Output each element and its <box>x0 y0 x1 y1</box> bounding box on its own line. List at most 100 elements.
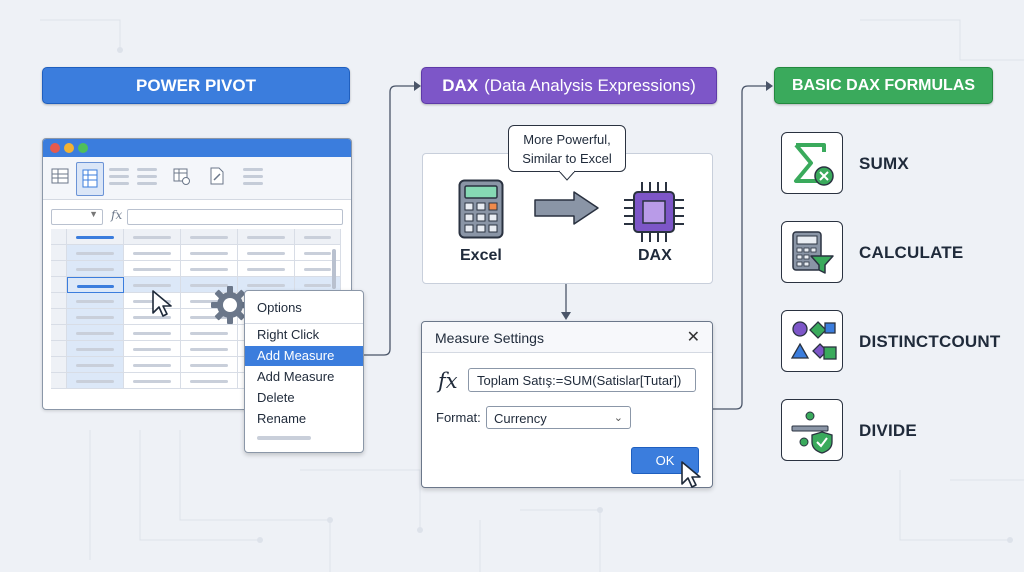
close-icon[interactable]: ✕ <box>686 329 700 346</box>
excel-titlebar <box>43 139 351 157</box>
grid-cell[interactable] <box>124 309 181 325</box>
grid-cell[interactable] <box>67 357 124 373</box>
grid-cell[interactable] <box>51 277 67 293</box>
formula-divide: DIVIDE <box>859 421 917 440</box>
fx-icon: fx <box>111 208 123 222</box>
connector-dialog-to-formulas <box>712 85 766 410</box>
power-pivot-title: POWER PIVOT <box>136 75 256 95</box>
table-icon[interactable] <box>51 166 69 186</box>
grid-cell[interactable] <box>51 357 67 373</box>
mouse-pointer-icon <box>152 290 172 317</box>
grid-cell[interactable] <box>51 261 67 277</box>
grid-cell[interactable] <box>67 309 124 325</box>
divide-shield-icon <box>781 399 843 461</box>
grid-cell[interactable] <box>124 357 181 373</box>
grid-cell[interactable] <box>67 245 124 261</box>
callout-line-1: More Powerful, <box>523 132 611 147</box>
calculator-icon <box>458 179 504 239</box>
grid-cell[interactable] <box>124 229 181 245</box>
grid-cell[interactable] <box>124 245 181 261</box>
menu-item-placeholder <box>257 436 311 440</box>
grid-cell[interactable] <box>51 309 67 325</box>
calculator-filter-icon <box>781 221 843 283</box>
grid-cell[interactable] <box>67 293 124 309</box>
dialog-title: Measure Settings <box>435 330 544 346</box>
name-box[interactable]: ▼ <box>51 209 103 225</box>
grid-cell[interactable] <box>238 229 295 245</box>
grid-cell[interactable] <box>51 229 67 245</box>
shapes-icon <box>781 310 843 372</box>
basic-dax-formulas-banner: BASIC DAX FORMULAS <box>774 67 993 104</box>
grid-cell[interactable] <box>181 341 238 357</box>
context-menu-divider <box>245 323 363 324</box>
grid-cell[interactable] <box>295 245 341 261</box>
vertical-scrollbar[interactable] <box>332 249 336 289</box>
dax-label: DAX <box>638 247 672 264</box>
mouse-pointer-icon <box>681 461 701 488</box>
menu-item-rename[interactable]: Rename <box>257 411 307 426</box>
formula-bar: ▼ fx <box>49 208 345 225</box>
grid-cell[interactable] <box>295 261 341 277</box>
formula-input[interactable] <box>127 209 343 225</box>
grid-cell[interactable] <box>124 261 181 277</box>
format-select-value: Currency <box>494 411 547 426</box>
grid-cell[interactable] <box>238 261 295 277</box>
power-pivot-banner: POWER PIVOT <box>42 67 350 104</box>
grid-cell[interactable] <box>181 261 238 277</box>
formula-distinctcount: DISTINCTCOUNT <box>859 332 1001 351</box>
grid-cell[interactable] <box>181 229 238 245</box>
ribbon-group-2 <box>137 168 157 189</box>
dax-title-bold: DAX <box>442 75 479 95</box>
grid-cell[interactable] <box>124 373 181 389</box>
grid-cell[interactable] <box>238 245 295 261</box>
context-menu-header: Options <box>257 300 302 315</box>
ribbon-group-3 <box>243 168 263 189</box>
ribbon <box>43 157 351 200</box>
menu-item-add-measure[interactable]: Add Measure <box>257 369 335 384</box>
grid-cell[interactable] <box>181 277 238 293</box>
gear-icon <box>211 286 249 324</box>
power-pivot-ribbon-button[interactable] <box>76 162 104 196</box>
menu-item-add-measure-selected[interactable]: Add Measure <box>245 346 363 366</box>
menu-item-right-click[interactable]: Right Click <box>257 327 320 342</box>
grid-cell[interactable] <box>124 341 181 357</box>
grid-cell[interactable] <box>124 325 181 341</box>
measure-settings-dialog: Measure Settings ✕ fx Toplam Satış:=SUM(… <box>421 321 713 488</box>
grid-cell[interactable] <box>67 325 124 341</box>
callout-line-2: Similar to Excel <box>522 151 612 166</box>
grid-cell[interactable] <box>181 325 238 341</box>
excel-label: Excel <box>460 247 502 264</box>
callout-tail <box>558 170 576 181</box>
grid-cell[interactable] <box>67 277 124 293</box>
close-dot-icon[interactable] <box>50 143 60 153</box>
grid-cell[interactable] <box>51 245 67 261</box>
right-arrow-icon <box>534 191 599 225</box>
maximize-dot-icon[interactable] <box>78 143 88 153</box>
grid-cell[interactable] <box>295 229 341 245</box>
table-settings-icon[interactable] <box>173 166 191 186</box>
dax-title-subtitle: (Data Analysis Expressions) <box>484 75 696 95</box>
grid-cell[interactable] <box>51 293 67 309</box>
chevron-down-icon: ⌄ <box>613 412 623 424</box>
grid-cell[interactable] <box>51 325 67 341</box>
callout-bubble: More Powerful, Similar to Excel <box>508 125 626 172</box>
formula-input[interactable]: Toplam Satış:=SUM(Satislar[Tutar]) <box>468 368 696 392</box>
grid-cell[interactable] <box>51 373 67 389</box>
grid-cell[interactable] <box>181 357 238 373</box>
grid-cell[interactable] <box>67 229 124 245</box>
document-edit-icon[interactable] <box>208 166 226 186</box>
grid-cell[interactable] <box>51 341 67 357</box>
grid-cell[interactable] <box>181 373 238 389</box>
grid-cell[interactable] <box>67 261 124 277</box>
grid-cell[interactable] <box>181 245 238 261</box>
format-select[interactable]: Currency ⌄ <box>486 406 631 429</box>
minimize-dot-icon[interactable] <box>64 143 74 153</box>
menu-item-delete[interactable]: Delete <box>257 390 295 405</box>
grid-cell[interactable] <box>181 309 238 325</box>
sigma-icon <box>781 132 843 194</box>
grid-cell[interactable] <box>67 341 124 357</box>
grid-cell[interactable] <box>67 373 124 389</box>
chip-icon <box>624 182 684 242</box>
